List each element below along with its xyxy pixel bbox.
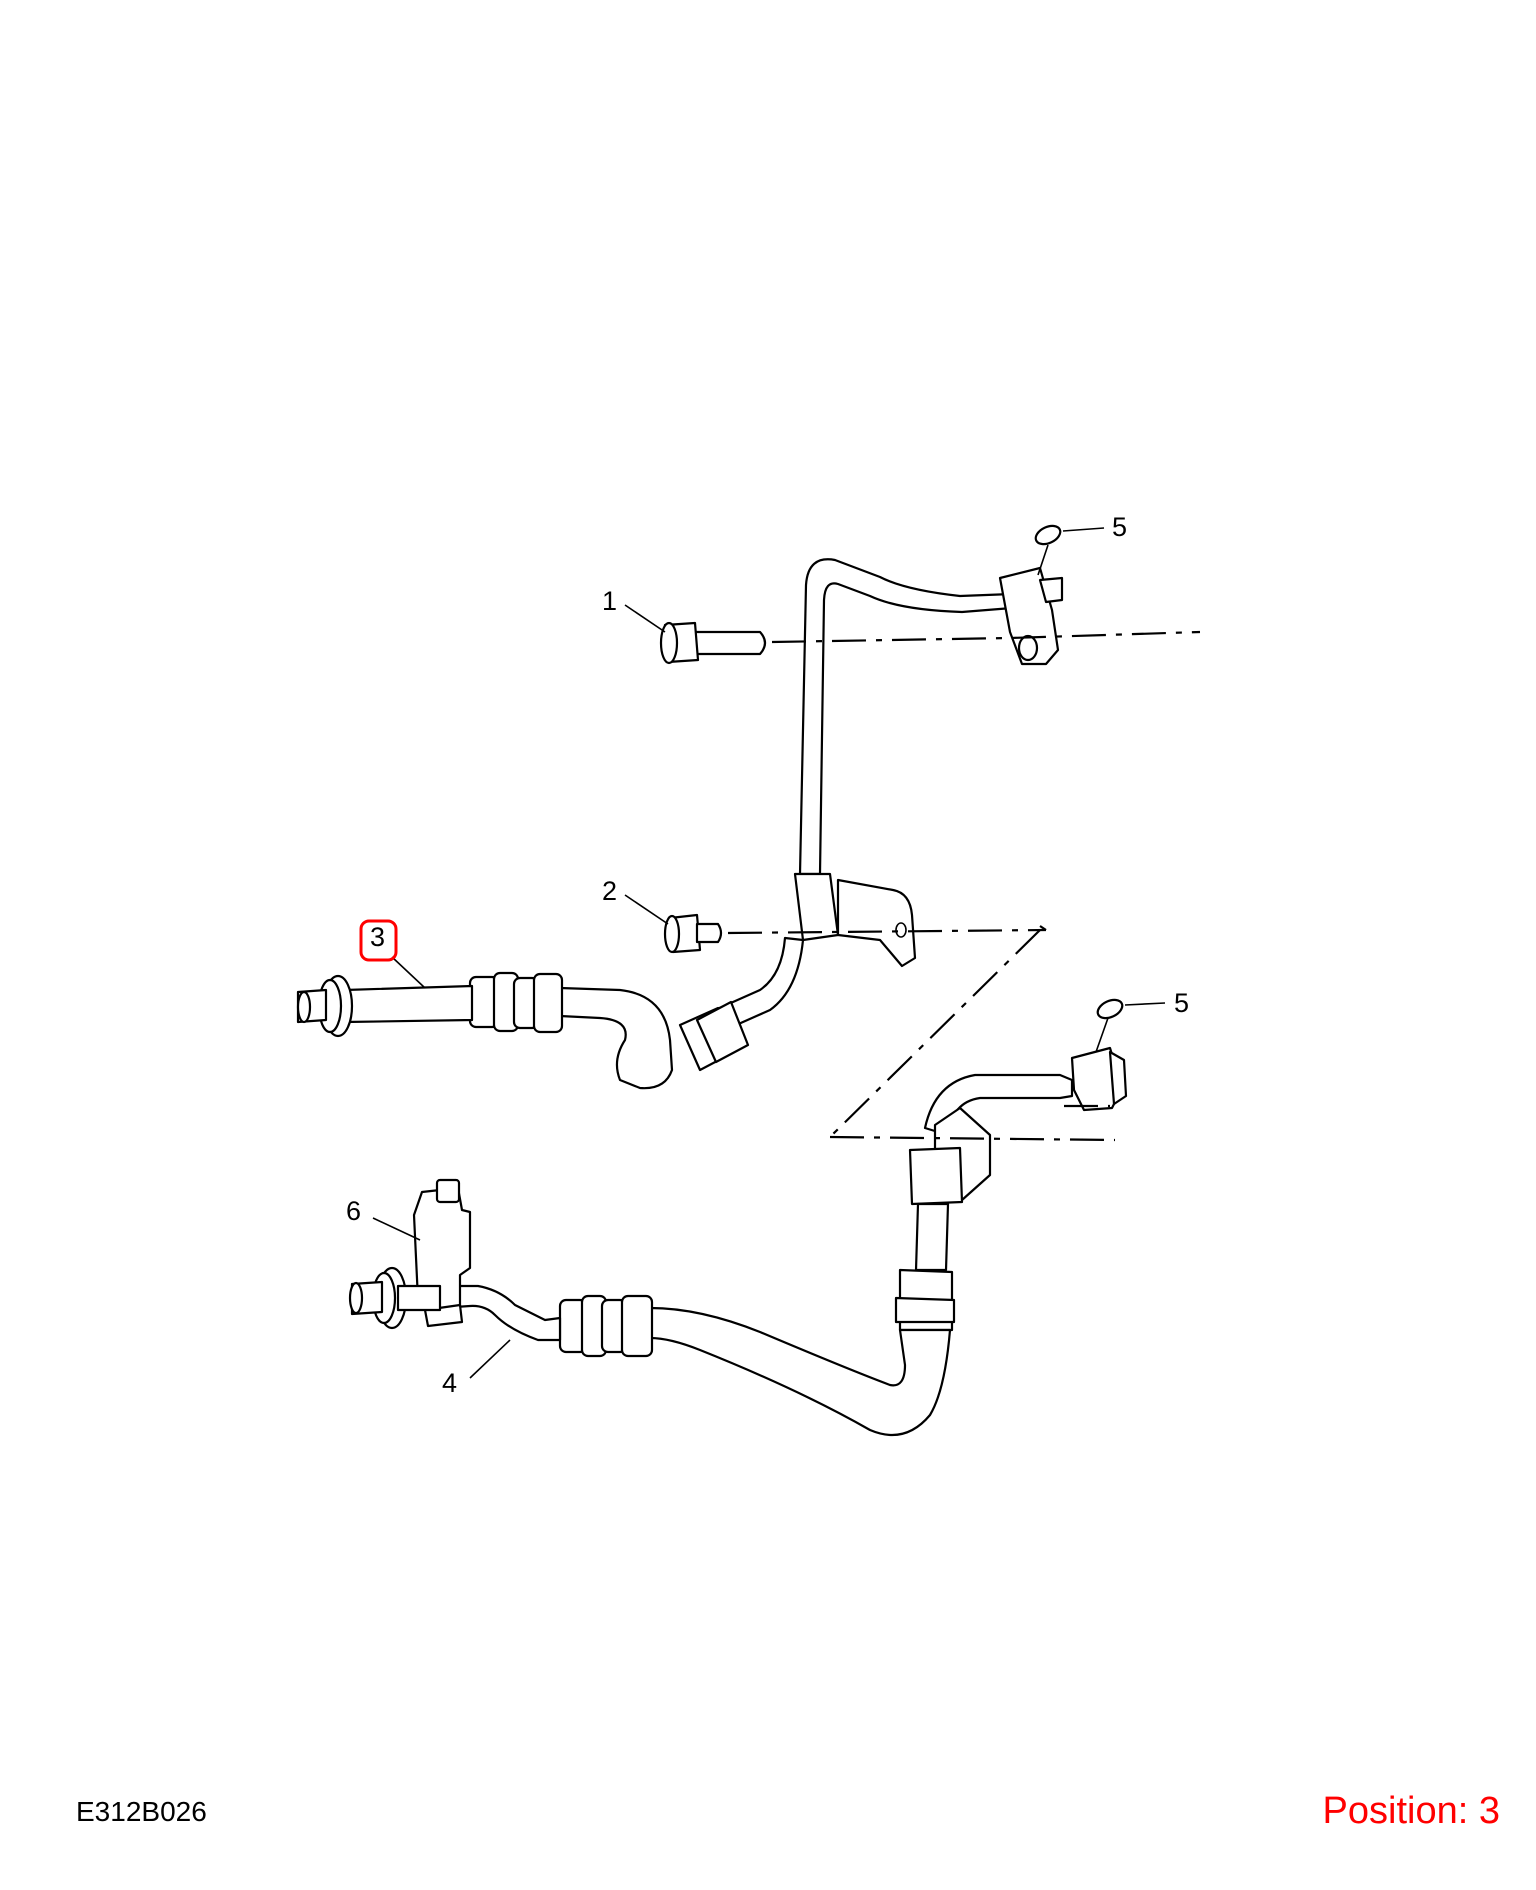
selected-callout-highlight (359, 919, 398, 962)
o-ring-upper-icon[interactable] (1033, 522, 1063, 547)
callout-4[interactable]: 4 (442, 1368, 457, 1398)
o-ring-lower-icon[interactable] (1095, 996, 1125, 1021)
diagram-code: E312B026 (76, 1796, 207, 1827)
callout-3[interactable]: 3 (370, 922, 385, 952)
lower-pipe-assembly[interactable] (348, 1046, 1128, 1437)
callout-5-upper[interactable]: 5 (1112, 512, 1127, 542)
bolt-1-icon[interactable] (659, 621, 767, 665)
bolt-2-icon[interactable] (663, 913, 723, 954)
callout-5-lower[interactable]: 5 (1174, 988, 1189, 1018)
callout-6[interactable]: 6 (346, 1196, 361, 1226)
leader-lines (372, 527, 1166, 1379)
upper-pipe-assembly[interactable] (296, 558, 1064, 1090)
position-label: Position: 3 (1322, 1790, 1500, 1832)
callout-1[interactable]: 1 (602, 586, 617, 616)
callout-2[interactable]: 2 (602, 876, 617, 906)
assembly-axis-lines (727, 630, 1201, 1142)
